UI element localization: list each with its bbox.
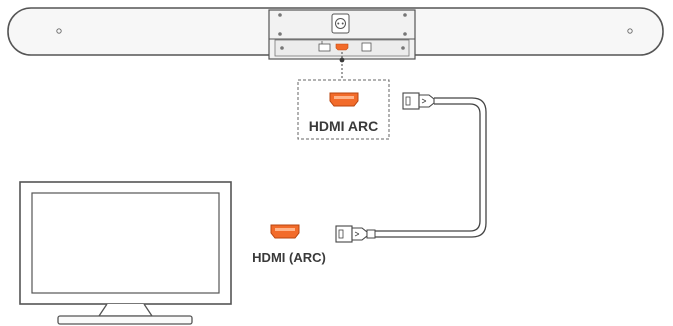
hdmi-plug-icon	[335, 225, 376, 243]
connector-panel	[268, 9, 416, 60]
optical-port-icon	[318, 41, 331, 52]
hdmi-arc-port-icon	[335, 43, 349, 51]
usb-port-icon	[361, 42, 372, 52]
tv-port-label: HDMI (ARC)	[252, 250, 326, 265]
tv	[19, 181, 232, 325]
hdmi-plug-icon	[402, 92, 435, 110]
hdmi-port-icon	[329, 92, 359, 107]
hdmi-port-icon	[270, 224, 300, 239]
hdmi-cable	[335, 92, 487, 243]
soundbar-led-right	[627, 28, 633, 34]
tv-hdmi-port: HDMI (ARC)	[252, 224, 326, 265]
soundbar-port-label: HDMI ARC	[309, 118, 378, 134]
power-socket-icon	[331, 13, 350, 34]
soundbar-led-left	[56, 28, 62, 34]
port-callout-link	[339, 52, 345, 80]
hdmi-arc-callout: HDMI ARC	[297, 79, 390, 140]
